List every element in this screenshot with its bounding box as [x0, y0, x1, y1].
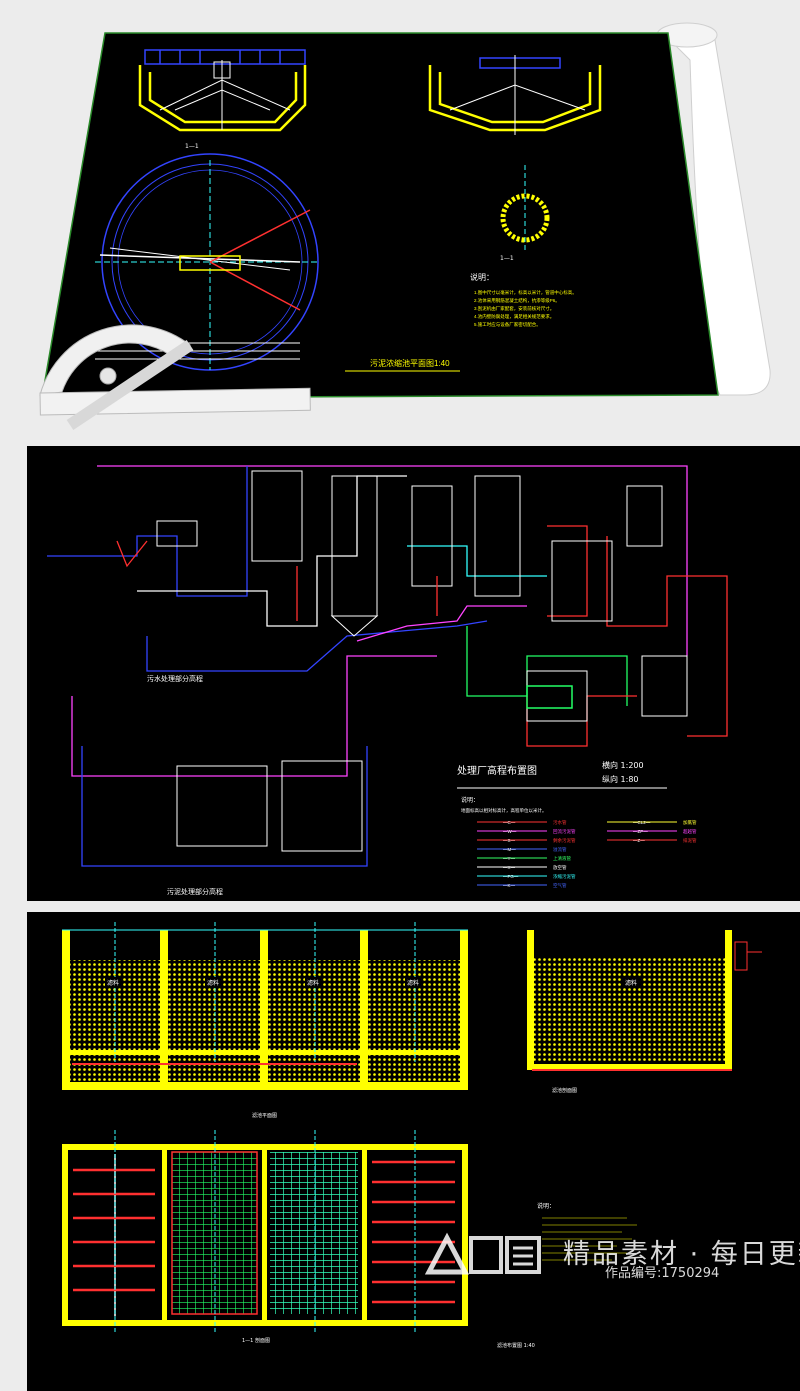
legend-name: 污水管 — [553, 819, 567, 826]
legend-note: 地面标高以相对标高计，高程单位以米计。 — [461, 807, 547, 814]
section-label-b: 1—1 — [185, 143, 199, 150]
middle-sheet-title: 处理厂高程布置图 — [457, 764, 537, 777]
legend-name: 超越管 — [683, 828, 697, 835]
legend-name: 空气管 — [553, 882, 567, 889]
legend-code: —S— — [503, 838, 516, 843]
watermark-logo-icon — [425, 1232, 541, 1275]
protractor — [39, 324, 311, 430]
legend-code: —K— — [503, 883, 516, 888]
sub-title-a: 污水处理部分高程 — [147, 674, 203, 683]
legend-name: 浓缩污泥管 — [553, 873, 576, 880]
legend-code: —Z— — [633, 838, 645, 843]
legend-code: —FG— — [503, 874, 519, 879]
legend-name: 剩余污泥管 — [553, 837, 576, 844]
legend-heading: 说明： — [461, 796, 479, 804]
elevation-drawing: 污水处理部分高程 污泥处理部分高程 处理厂高程布置图 横向 1:200 纵向 1… — [47, 465, 728, 896]
watermark-line2: 作品编号:1750294 — [605, 1266, 720, 1281]
legend-code: —CL2— — [633, 820, 651, 825]
legend-code: —Y— — [503, 856, 516, 861]
legend-name: 溢流管 — [553, 846, 567, 853]
top-sheet-area: 1—1 1—1 说明： 1.图中尺寸以毫米计，标高以米计，管道中心标高。 2.池… — [0, 0, 800, 440]
legend-code: —M— — [503, 847, 516, 852]
filter-elevation-a: 滤料 滤料 滤料 滤料 滤池平面图 — [62, 922, 468, 1119]
section-c-title: 1—1 剖面图 — [242, 1337, 270, 1344]
top-note-2: 2.池体采用钢筋混凝土结构，抗渗等级P6。 — [474, 297, 560, 304]
scale-horizontal: 横向 1:200 — [602, 760, 644, 770]
section-a-title: 滤池平面图 — [252, 1112, 277, 1119]
watermark: 精品素材 · 每日更新 作品编号:1750294 — [425, 1232, 800, 1281]
top-notes-heading: 说明： — [470, 272, 494, 282]
filter-drawing: 滤料 滤料 滤料 滤料 滤池平面图 滤料 滤池剖面图 — [62, 922, 762, 1349]
legend-name: 排泥管 — [683, 837, 697, 844]
section-label-a: 1—1 — [500, 255, 514, 262]
cell-label-3: 滤料 — [307, 979, 319, 987]
cell-label-1: 滤料 — [107, 979, 119, 987]
top-note-3: 3.刮泥机由厂家配套，安装前核对尺寸。 — [474, 305, 554, 312]
scale-vertical: 纵向 1:80 — [602, 774, 639, 784]
section-ring — [500, 193, 550, 243]
sub-title-b: 污泥处理部分高程 — [167, 887, 223, 896]
bottom-sheet: 滤料 滤料 滤料 滤料 滤池平面图 滤料 滤池剖面图 — [27, 912, 800, 1391]
top-note-1: 1.图中尺寸以毫米计，标高以米计，管道中心标高。 — [474, 289, 577, 296]
middle-sheet: 污水处理部分高程 污泥处理部分高程 处理厂高程布置图 横向 1:200 纵向 1… — [27, 446, 800, 901]
filter-plan: 1—1 剖面图 — [62, 1130, 468, 1344]
legend-code: —ZP— — [633, 829, 648, 834]
section-b-title: 滤池剖面图 — [552, 1087, 577, 1094]
top-blueprint-sheet — [41, 32, 719, 399]
legend-name: 加氯管 — [683, 819, 697, 826]
legend-code: —W— — [503, 829, 517, 834]
filter-elevation-b: 滤料 滤池剖面图 — [527, 930, 762, 1094]
legend-code: —X— — [503, 865, 516, 870]
top-notes: 1.图中尺寸以毫米计，标高以米计，管道中心标高。 2.池体采用钢筋混凝土结构，抗… — [474, 289, 577, 328]
cell-label-4: 滤料 — [407, 979, 419, 987]
legend-code: —C— — [503, 820, 516, 825]
legend-name: 上清液管 — [553, 855, 571, 862]
top-sheet-title: 污泥浓缩池平面图1:40 — [370, 358, 450, 368]
plan-title: 滤池布置图 1:40 — [497, 1342, 535, 1349]
top-note-5: 5.施工时应与设备厂家密切配合。 — [474, 321, 541, 328]
watermark-line1: 精品素材 · 每日更新 — [563, 1239, 800, 1270]
top-note-4: 4.池内壁防腐处理，满足相关规范要求。 — [474, 313, 554, 320]
bottom-notes-heading: 说明： — [537, 1202, 555, 1210]
cell-label-5: 滤料 — [625, 979, 637, 987]
legend-name: 放空管 — [553, 864, 567, 871]
pipe-legend: —C— 污水管 —W— 回流污泥管 —S— 剩余污泥管 —M— 溢流管 —Y— 上清液管 —X— 放空… — [477, 819, 697, 889]
top-sheet-drawing: 1—1 1—1 说明： 1.图中尺寸以毫米计，标高以米计，管道中心标高。 2.池… — [39, 22, 771, 430]
legend-name: 回流污泥管 — [553, 828, 576, 835]
cell-label-2: 滤料 — [207, 979, 219, 987]
